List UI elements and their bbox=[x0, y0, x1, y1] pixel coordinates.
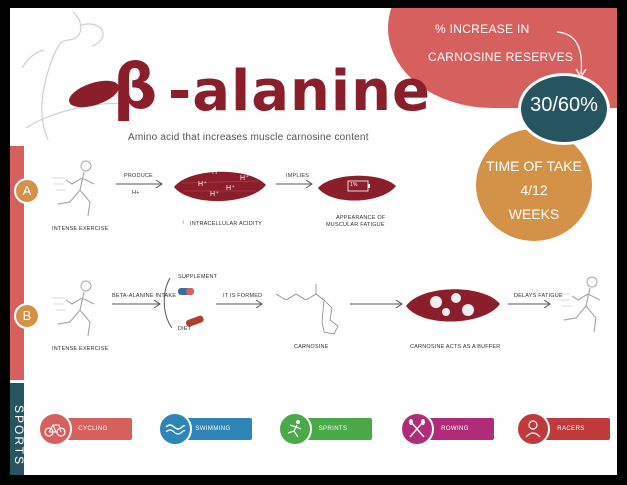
sport-rowing-pill: ROWING bbox=[416, 418, 494, 440]
sport-swimming-label: SWIMMING bbox=[195, 426, 231, 432]
implies-label: IMPLIES bbox=[286, 173, 310, 179]
oars-icon bbox=[409, 419, 425, 438]
supplement-diet-cycle-icon bbox=[163, 277, 204, 329]
arrow-icon bbox=[216, 300, 263, 308]
carnosine-reserves-label: CARNOSINE RESERVES bbox=[428, 50, 574, 64]
sport-swimming-pill: SWIMMING bbox=[174, 418, 252, 440]
runner-icon bbox=[52, 280, 95, 337]
sport-rowing-circle bbox=[400, 412, 434, 446]
h-ion-label: H⁺ bbox=[226, 185, 236, 192]
sprinter-icon bbox=[287, 420, 302, 438]
sport-swimming-circle bbox=[158, 412, 192, 446]
diet-label: DIET bbox=[178, 326, 192, 332]
bicycle-icon bbox=[44, 424, 66, 437]
arrow-icon bbox=[116, 180, 163, 188]
acidity-arrow-icon: ↑ bbox=[182, 220, 185, 226]
sport-rowing-label: ROWING bbox=[441, 426, 469, 432]
buffer-label: CARNOSINE ACTS AS A BUFFER bbox=[410, 344, 501, 350]
acidity-label: INTRACELLULAR ACIDITY bbox=[190, 221, 263, 227]
swimmer-icon bbox=[165, 424, 186, 435]
h-ion-label: H⁺ bbox=[198, 181, 208, 188]
flexed-arm-icon bbox=[21, 11, 127, 141]
fatigued-muscle-icon bbox=[318, 175, 396, 201]
sport-cycling-pill: CYCLING bbox=[54, 418, 132, 440]
carnosine-molecule-icon bbox=[275, 284, 339, 335]
step-a-badge: A bbox=[14, 178, 40, 204]
acidic-muscle-icon bbox=[174, 171, 266, 202]
produce-label: PRODUCE bbox=[124, 173, 153, 179]
sport-sprints-pill: SPRINTS bbox=[294, 418, 372, 440]
page-title: -alanine bbox=[168, 59, 431, 124]
arrow-icon bbox=[508, 300, 551, 308]
infographic: % INCREASE IN CARNOSINE RESERVES TIME OF… bbox=[10, 8, 617, 475]
row-b-exercise-label: INTENSE EXERCISE bbox=[52, 346, 109, 352]
sport-racers-circle bbox=[516, 412, 550, 446]
sports-section-label: SPORTS bbox=[12, 405, 26, 467]
sport-cycling-circle bbox=[38, 412, 72, 446]
delays-fatigue-label: DELAYS FATIGUE bbox=[514, 293, 563, 299]
step-b-badge: B bbox=[14, 303, 40, 329]
pct-value: 30/60% bbox=[530, 94, 598, 116]
page-subtitle: Amino acid that increases muscle carnosi… bbox=[128, 132, 369, 143]
time-of-take-value: 4/12 bbox=[520, 182, 548, 198]
sport-racers-pill: RACERS bbox=[532, 418, 610, 440]
battery-level-label: 1% bbox=[350, 182, 358, 188]
sport-sprints-label: SPRINTS bbox=[318, 426, 348, 432]
formed-label: IT IS FORMED bbox=[223, 293, 263, 299]
sport-sprints-circle bbox=[278, 412, 312, 446]
intake-label: BETA-ALANINE INTAKE bbox=[112, 293, 177, 299]
pct-value-circle bbox=[518, 73, 610, 145]
h-plus-label: H+ bbox=[132, 190, 140, 196]
runner-icon bbox=[52, 160, 95, 217]
process-section-label: PROCESS bbox=[27, 241, 41, 314]
pct-increase-label: % INCREASE IN bbox=[435, 22, 530, 36]
time-of-take-unit: WEEKS bbox=[508, 206, 560, 222]
row-a-exercise-label: INTENSE EXERCISE bbox=[52, 226, 109, 232]
time-of-take-circle bbox=[476, 129, 592, 241]
sport-cycling-label: CYCLING bbox=[78, 426, 108, 432]
arrow-icon bbox=[350, 300, 403, 308]
sport-racers-label: RACERS bbox=[557, 426, 585, 432]
arrow-icon bbox=[112, 300, 161, 308]
supplement-label: SUPPLEMENT bbox=[178, 274, 218, 280]
fatigue-label-line2: MUSCULAR FATIGUE bbox=[326, 222, 385, 228]
h-ion-label: H⁺ bbox=[210, 191, 220, 198]
h-ion-label: H⁺ bbox=[240, 175, 250, 182]
racer-icon bbox=[525, 420, 541, 438]
buffered-muscle-icon bbox=[406, 289, 500, 322]
fatigue-label-line1: APPEARANCE OF bbox=[336, 215, 386, 221]
carnosine-label: CARNOSINE bbox=[294, 344, 329, 350]
arrow-icon bbox=[276, 180, 313, 188]
title-beta-symbol: β bbox=[113, 50, 158, 123]
h-ion-label: H⁺ bbox=[212, 169, 222, 176]
sports-section-bar bbox=[10, 383, 24, 475]
runner-icon bbox=[558, 276, 601, 333]
time-of-take-label: TIME OF TAKE bbox=[486, 158, 582, 174]
